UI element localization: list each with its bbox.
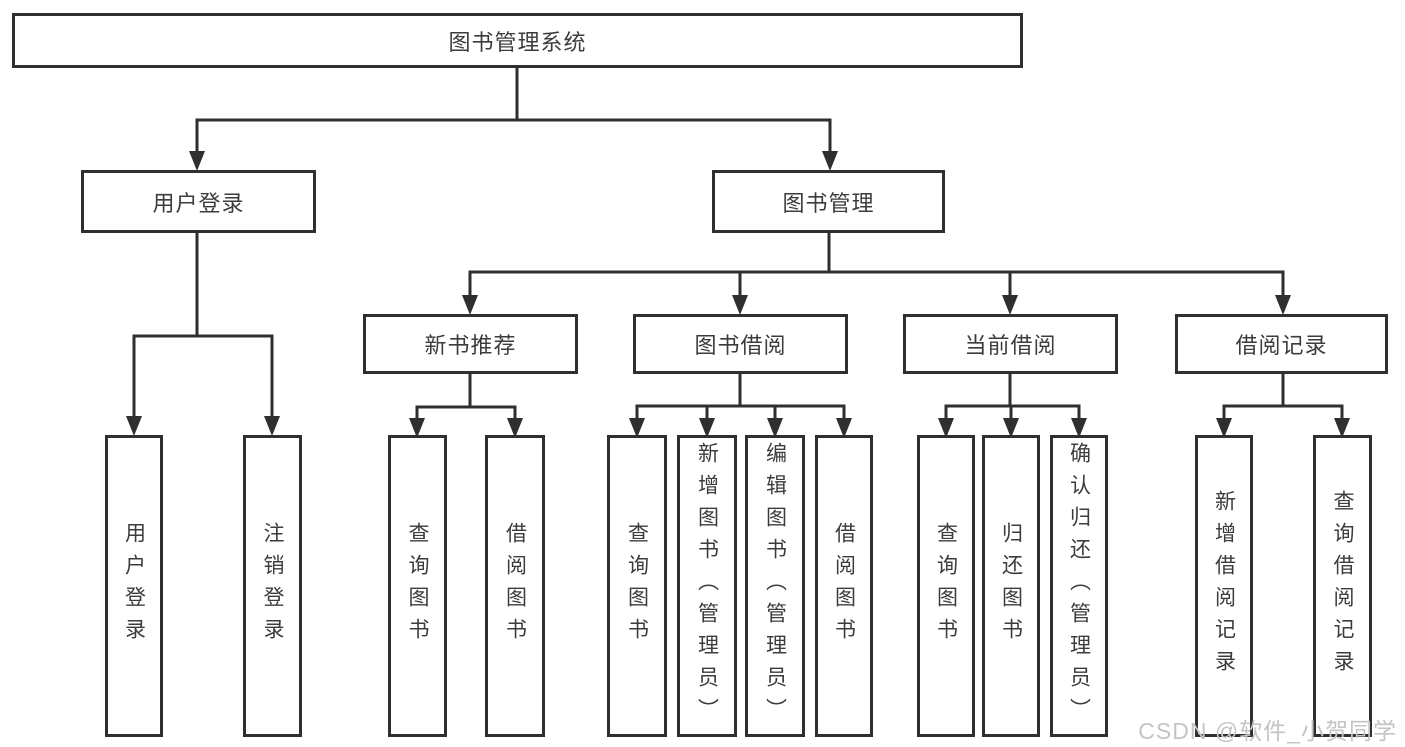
node-book-management: 图书管理	[712, 170, 945, 233]
leaf-recommend-borrow-books-label: 借阅图书	[503, 522, 527, 650]
leaf-records-query-record-label: 查询借阅记录	[1331, 490, 1354, 682]
leaf-current-confirm-return: 确认归还（管理员）	[1050, 435, 1108, 737]
csdn-watermark: CSDN @软件_小贺同学	[1138, 718, 1397, 744]
leaf-current-query-books-label: 查询图书	[934, 522, 958, 650]
arrowhead	[1275, 295, 1291, 315]
node-current-borrowing: 当前借阅	[903, 314, 1118, 374]
edge-book-management-branch	[468, 233, 1285, 297]
edge-user-login-branch	[132, 233, 274, 418]
leaf-borrowing-edit-books-label: 编辑图书（管理员）	[763, 442, 787, 730]
leaf-current-return-books-label: 归还图书	[999, 522, 1023, 650]
node-new-book-recommend-label: 新书推荐	[424, 333, 517, 358]
arrowhead	[938, 418, 954, 438]
arrowhead	[462, 295, 478, 315]
node-book-borrowing-label: 图书借阅	[694, 333, 787, 358]
arrowhead	[409, 418, 425, 438]
leaf-logout-login: 注销登录	[243, 435, 302, 737]
leaf-borrowing-add-books: 新增图书（管理员）	[677, 435, 737, 737]
leaf-records-query-record: 查询借阅记录	[1313, 435, 1372, 737]
node-borrowing-records-label: 借阅记录	[1235, 333, 1328, 358]
leaf-borrowing-add-books-label: 新增图书（管理员）	[695, 442, 719, 730]
node-book-management-label: 图书管理	[782, 190, 875, 216]
node-book-borrowing: 图书借阅	[633, 314, 848, 374]
arrowhead	[629, 418, 645, 438]
arrowhead	[1216, 418, 1232, 438]
leaf-borrowing-query-books: 查询图书	[607, 435, 667, 737]
leaf-records-add-record: 新增借阅记录	[1195, 435, 1253, 737]
edge-new-book-recommend-branch	[415, 374, 517, 420]
arrowhead	[1002, 295, 1018, 315]
arrowhead	[507, 418, 523, 438]
leaf-recommend-borrow-books: 借阅图书	[485, 435, 545, 737]
leaf-recommend-query-books: 查询图书	[388, 435, 447, 737]
leaf-records-add-record-label: 新增借阅记录	[1212, 490, 1236, 682]
arrowhead	[126, 416, 142, 436]
node-borrowing-records: 借阅记录	[1175, 314, 1388, 374]
leaf-borrowing-query-books-label: 查询图书	[625, 522, 649, 650]
leaf-current-query-books: 查询图书	[917, 435, 975, 737]
leaf-logout-login-label: 注销登录	[261, 522, 284, 650]
arrowhead	[264, 416, 280, 436]
arrowhead	[1003, 418, 1019, 438]
leaf-borrowing-edit-books: 编辑图书（管理员）	[745, 435, 805, 737]
leaf-borrowing-borrow-books: 借阅图书	[815, 435, 873, 737]
node-new-book-recommend: 新书推荐	[363, 314, 578, 374]
edge-root-branch	[195, 68, 832, 153]
arrowhead	[699, 418, 715, 438]
arrowhead	[1334, 418, 1350, 438]
leaf-current-confirm-return-label: 确认归还（管理员）	[1067, 442, 1091, 730]
node-root: 图书管理系统	[12, 13, 1023, 68]
arrowhead	[836, 418, 852, 438]
edge-borrowing-records-branch	[1222, 374, 1344, 420]
leaf-borrowing-borrow-books-label: 借阅图书	[832, 522, 856, 650]
leaf-current-return-books: 归还图书	[982, 435, 1040, 737]
arrowhead	[189, 151, 205, 171]
node-user-login: 用户登录	[81, 170, 316, 233]
node-root-label: 图书管理系统	[448, 29, 587, 55]
node-user-login-label: 用户登录	[152, 190, 245, 216]
leaf-recommend-query-books-label: 查询图书	[406, 522, 429, 650]
edge-current-borrowing-branch	[944, 374, 1081, 420]
arrowhead	[767, 418, 783, 438]
arrowhead	[1071, 418, 1087, 438]
leaf-user-login: 用户登录	[105, 435, 163, 737]
arrowhead	[732, 295, 748, 315]
leaf-user-login-label: 用户登录	[122, 522, 146, 650]
arrowhead	[822, 151, 838, 171]
edge-book-borrowing-branch	[635, 374, 846, 420]
node-current-borrowing-label: 当前借阅	[964, 333, 1057, 358]
